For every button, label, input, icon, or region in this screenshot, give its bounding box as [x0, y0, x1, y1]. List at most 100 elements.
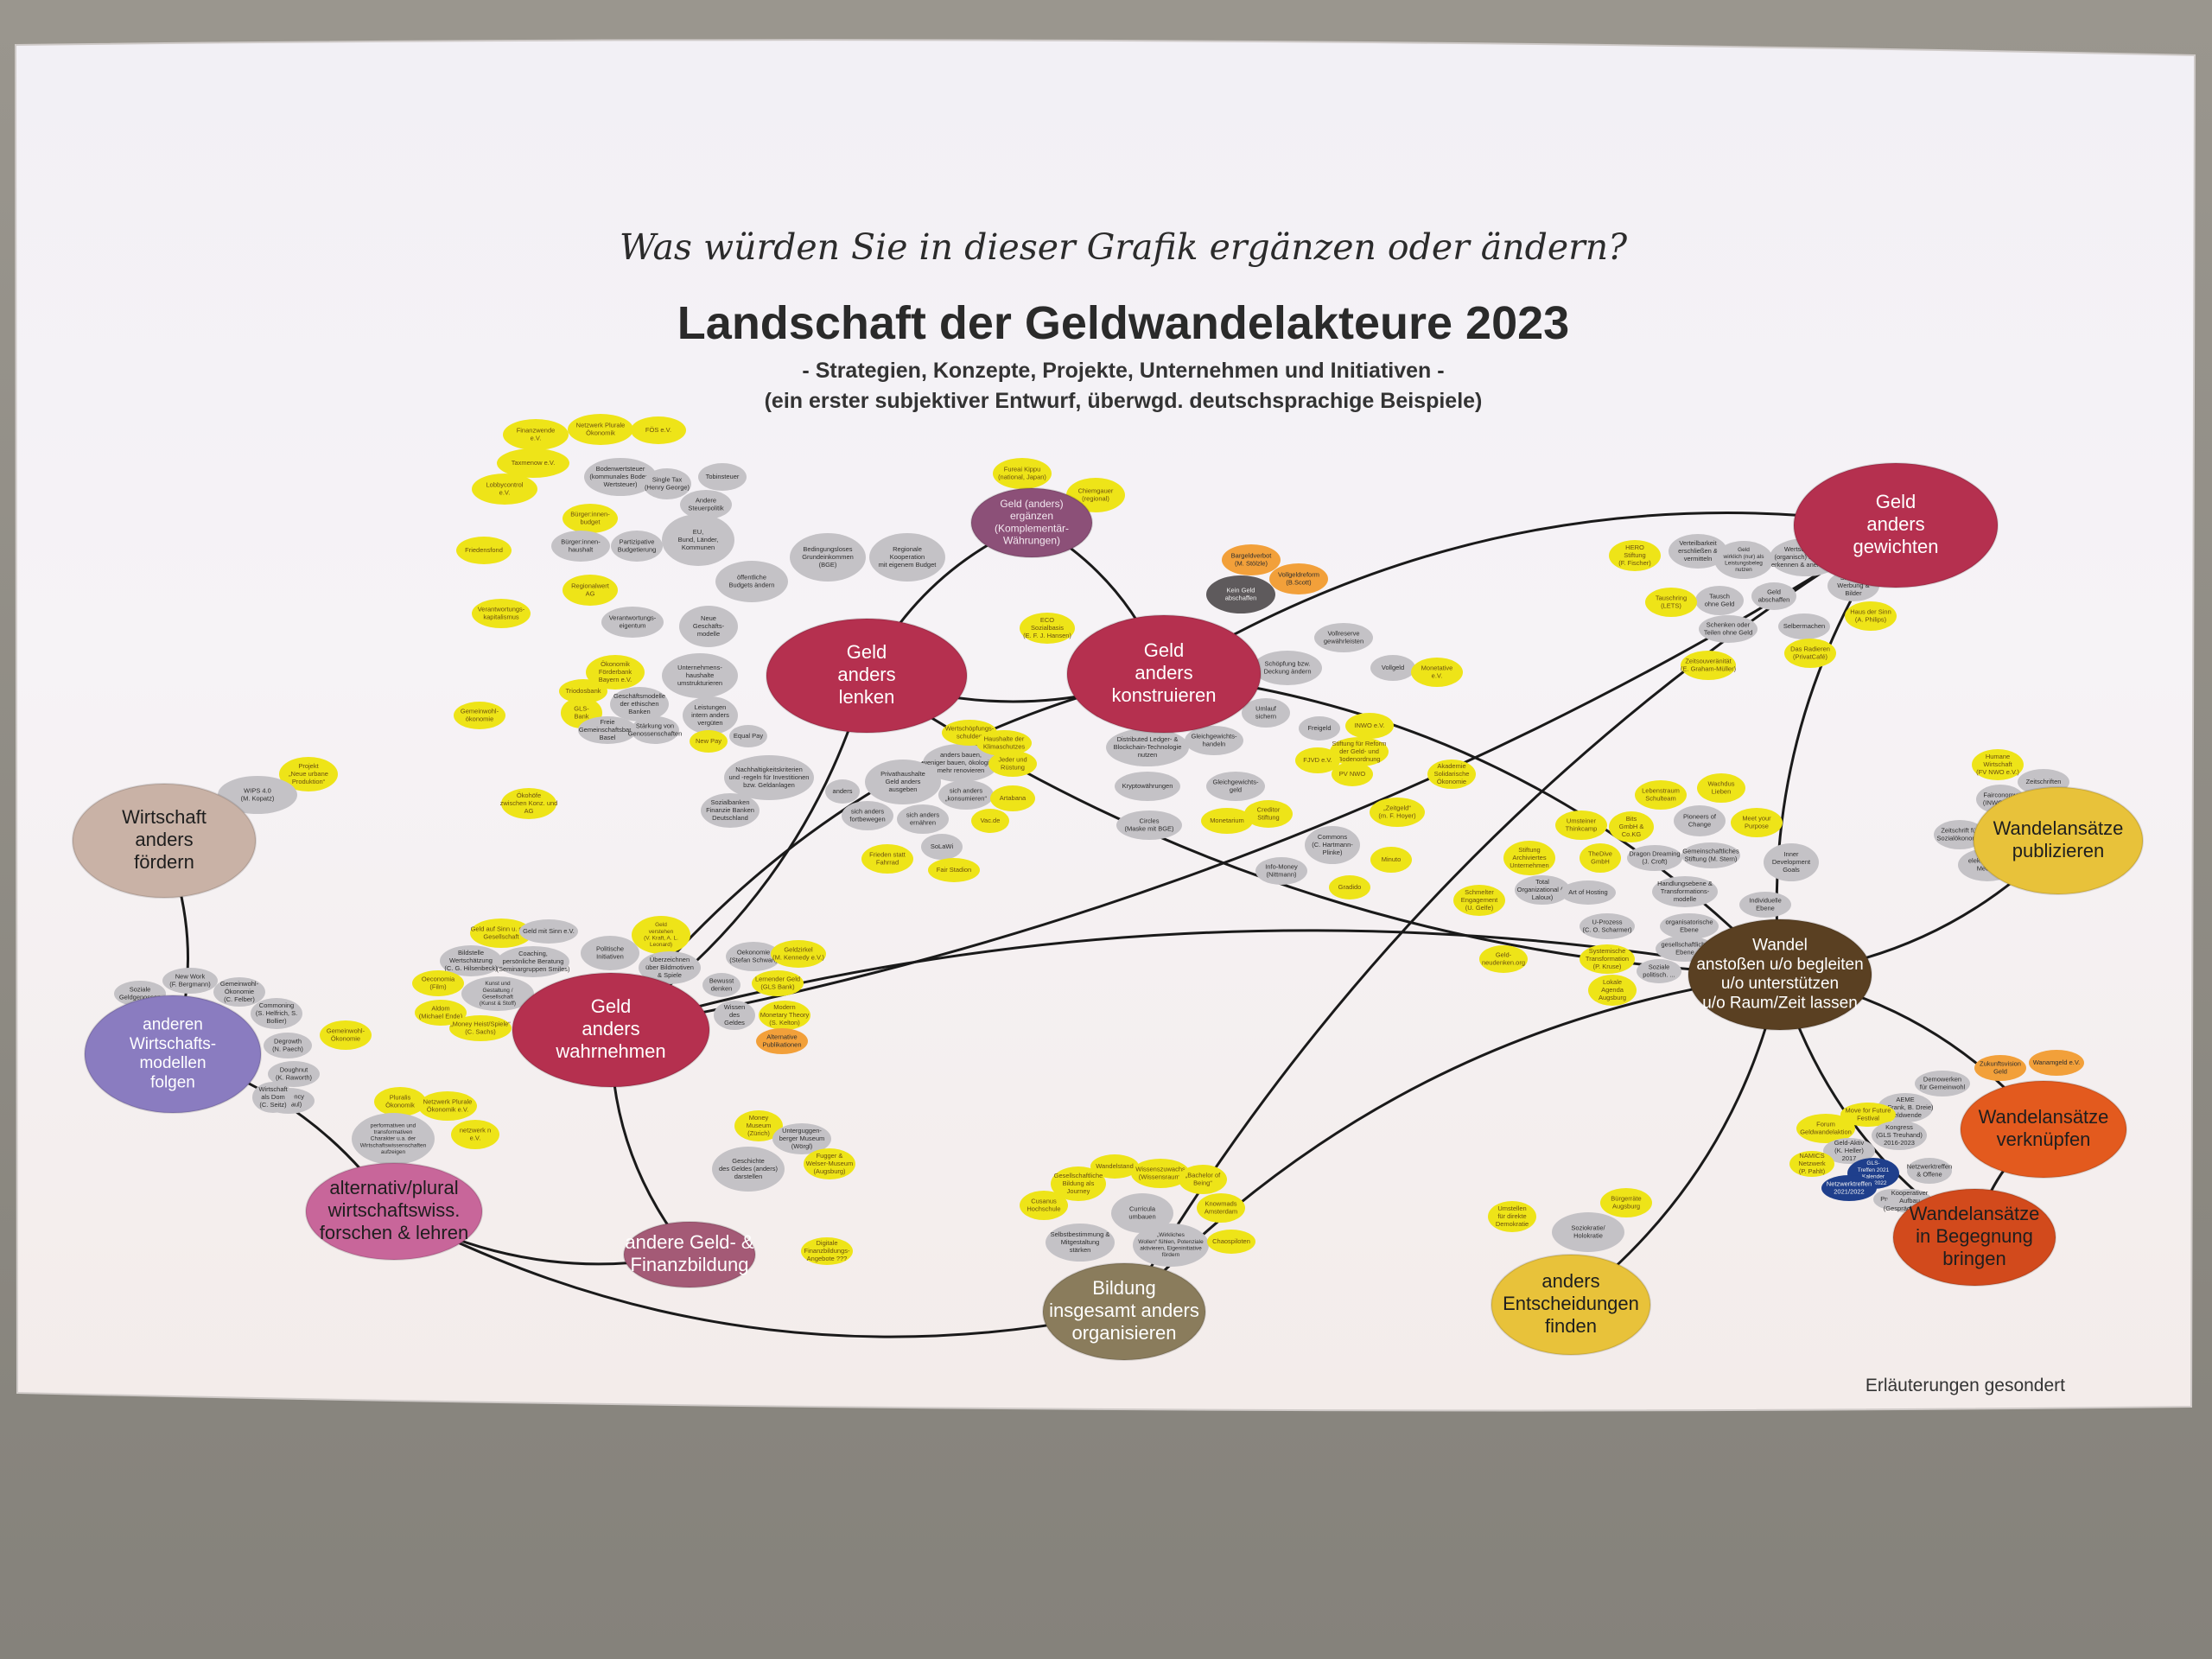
example-bubble[interactable]: Single Tax(Henry George) — [643, 468, 691, 499]
hub-finanzbildung[interactable]: andere Geld- &Finanzbildung — [623, 1221, 756, 1288]
example-bubble[interactable]: WIPS 4.0(M. Kopatz) — [218, 776, 297, 814]
example-bubble[interactable]: Taxmenow e.V. — [497, 448, 569, 478]
example-bubble[interactable]: Dragon Dreaming(J. Croft) — [1627, 845, 1682, 871]
example-bubble[interactable]: FJVD e.V. — [1295, 747, 1340, 773]
example-bubble[interactable]: Circles(Maske mit BGE) — [1116, 810, 1182, 840]
example-bubble[interactable]: New Pay — [690, 730, 728, 753]
example-bubble[interactable]: Aldom(Michael Ende) — [415, 1000, 467, 1026]
hub-plural[interactable]: alternativ/pluralwirtschaftswiss.forsche… — [305, 1162, 483, 1261]
example-bubble[interactable]: EU,Bund, Länder,Kommunen — [662, 514, 734, 566]
example-bubble[interactable]: Vollgeldreform(B.Scott) — [1269, 563, 1328, 594]
example-bubble[interactable]: Freigeld — [1299, 716, 1340, 741]
example-bubble[interactable]: performativen undtransformativenCharakte… — [352, 1113, 435, 1165]
example-bubble[interactable]: Geld-neudenken.org — [1479, 945, 1528, 973]
example-bubble[interactable]: Bodenwertsteuer(kommunales Boden-Wertste… — [584, 458, 657, 496]
example-bubble[interactable]: Verantwortungs-eigentum — [601, 607, 664, 638]
example-bubble[interactable]: Vollgeld — [1370, 655, 1415, 681]
example-bubble[interactable]: Schöpfung bzw.Deckung ändern — [1253, 651, 1322, 685]
example-bubble[interactable]: Geld-Aktiv(K. Heller)2017 — [1823, 1138, 1875, 1164]
example-bubble[interactable]: Fair Stadion — [928, 858, 980, 882]
example-bubble[interactable]: Geld mit Sinn e.V. — [519, 919, 578, 944]
example-bubble[interactable]: Art of Hosting — [1560, 880, 1616, 905]
example-bubble[interactable]: INWO e.V. — [1345, 713, 1394, 739]
example-bubble[interactable]: Kongress(GLS Treuhand)2016-2023 — [1872, 1121, 1927, 1150]
example-bubble[interactable]: Gleichgewichts-handeln — [1185, 726, 1243, 755]
example-bubble[interactable]: Doughnut(K. Raworth) — [268, 1061, 320, 1087]
example-bubble[interactable]: Gemeinwohl-Ökonomie(C. Felber) — [213, 977, 265, 1007]
example-bubble[interactable]: Gleichgewichts-geld — [1206, 772, 1265, 801]
example-bubble[interactable]: Chaospiloten — [1207, 1230, 1255, 1254]
example-bubble[interactable]: Oekonomie(Stefan Schwan) — [726, 942, 781, 971]
example-bubble[interactable]: Soziokratie/Holokratie — [1552, 1212, 1624, 1252]
example-bubble[interactable]: Geld auf Sinn u. s. w.Gesellschaft — [470, 918, 532, 948]
example-bubble[interactable]: anders bauen,weniger bauen, ökologischme… — [922, 744, 1000, 782]
example-bubble[interactable]: Friedensfond — [456, 537, 512, 564]
example-bubble[interactable]: SoLaWi — [921, 834, 963, 860]
example-bubble[interactable]: Monetarium — [1201, 808, 1253, 834]
example-bubble[interactable]: U-Prozess(C. O. Scharmer) — [1580, 913, 1635, 939]
example-bubble[interactable]: Wanamgeld e.V. — [2029, 1050, 2084, 1076]
example-bubble[interactable]: Minuto — [1370, 847, 1412, 873]
example-bubble[interactable]: Gemeinwohl-ökonomie — [454, 702, 505, 729]
example-bubble[interactable]: Tauschring(LETS) — [1645, 588, 1697, 617]
example-bubble[interactable]: Triodosbank — [559, 679, 607, 703]
example-bubble[interactable]: Commons(C. Hartmann-Plinke) — [1305, 826, 1360, 864]
example-bubble[interactable]: Verantwortungs-kapitalismus — [472, 599, 531, 628]
example-bubble[interactable]: Selbermachen — [1778, 613, 1830, 639]
example-bubble[interactable]: Unterguggen-berger Museum(Wörgl) — [772, 1123, 831, 1154]
example-bubble[interactable]: Wandelstand — [1090, 1154, 1139, 1179]
example-bubble[interactable]: FÖS e.V. — [631, 416, 686, 444]
example-bubble[interactable]: Zeitsouveränität(E. Graham-Müller) — [1681, 651, 1737, 680]
example-bubble[interactable]: Fureai Kippu(national, Japan) — [993, 458, 1052, 489]
example-bubble[interactable]: Lernender Geld(GLS Bank) — [752, 970, 804, 996]
